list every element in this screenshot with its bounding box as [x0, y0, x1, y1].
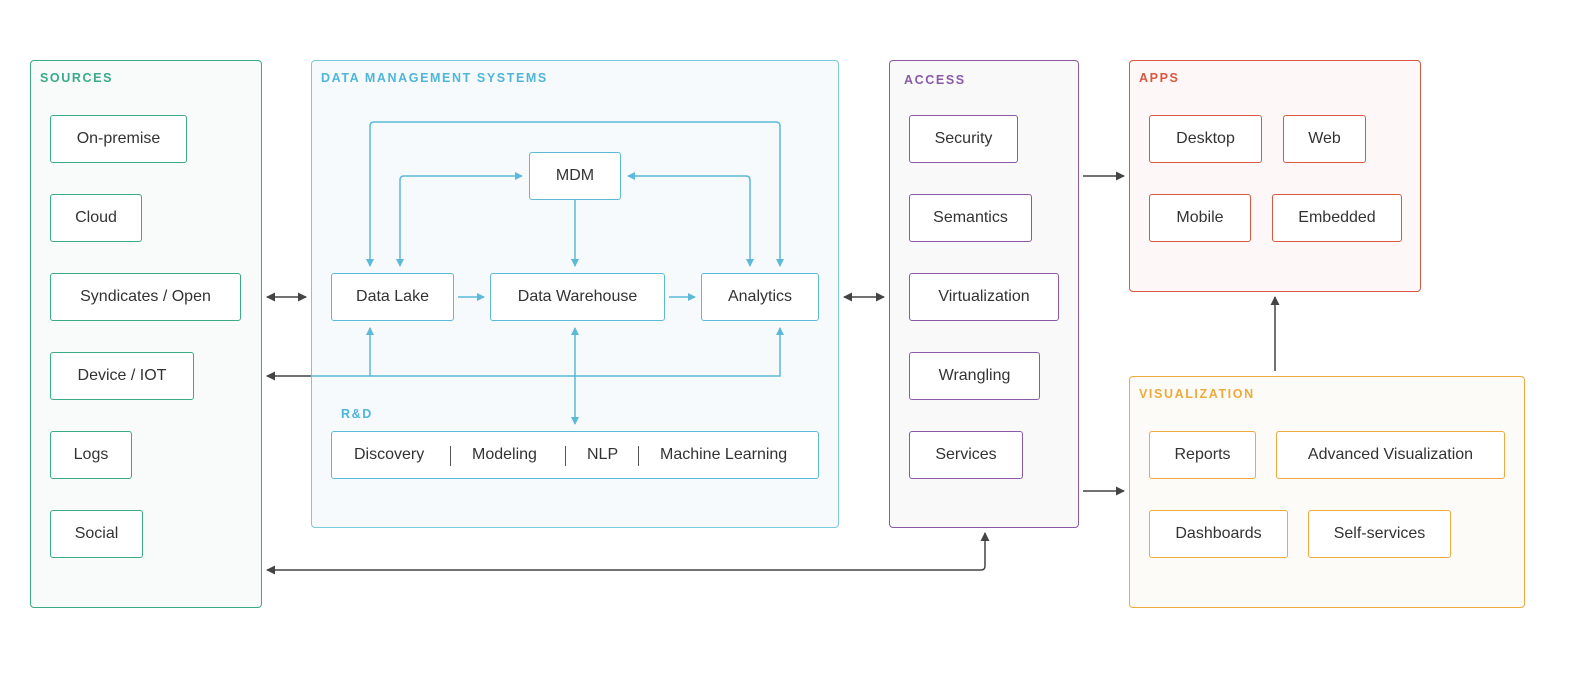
rd-separator — [565, 446, 566, 466]
rd-nlp[interactable]: NLP — [587, 446, 619, 463]
source-on-premise[interactable]: On-premise — [50, 115, 187, 163]
source-device-iot[interactable]: Device / IOT — [50, 352, 194, 400]
access-wrangling[interactable]: Wrangling — [909, 352, 1040, 400]
access-title: ACCESS — [904, 73, 966, 87]
access-sources-bottom-connector — [266, 532, 990, 575]
apps-title: APPS — [1139, 71, 1180, 85]
access-semantics[interactable]: Semantics — [909, 194, 1032, 242]
viz-advanced-visualization[interactable]: Advanced Visualization — [1276, 431, 1505, 479]
viz-reports[interactable]: Reports — [1149, 431, 1256, 479]
visualization-title: VISUALIZATION — [1139, 387, 1255, 401]
data-lake-node[interactable]: Data Lake — [331, 273, 454, 321]
source-logs[interactable]: Logs — [50, 431, 132, 479]
rd-box: Discovery Modeling NLP Machine Learning — [331, 431, 819, 479]
rd-discovery[interactable]: Discovery — [354, 446, 425, 463]
rd-separator — [450, 446, 451, 466]
source-syndicates-open[interactable]: Syndicates / Open — [50, 273, 241, 321]
viz-self-services[interactable]: Self-services — [1308, 510, 1451, 558]
app-desktop[interactable]: Desktop — [1149, 115, 1262, 163]
source-social[interactable]: Social — [50, 510, 143, 558]
app-embedded[interactable]: Embedded — [1272, 194, 1402, 242]
rd-title: R&D — [341, 407, 373, 421]
source-cloud[interactable]: Cloud — [50, 194, 142, 242]
data-management-title: DATA MANAGEMENT SYSTEMS — [321, 71, 548, 85]
data-warehouse-node[interactable]: Data Warehouse — [490, 273, 665, 321]
viz-dashboards[interactable]: Dashboards — [1149, 510, 1288, 558]
analytics-node[interactable]: Analytics — [701, 273, 819, 321]
access-security[interactable]: Security — [909, 115, 1018, 163]
app-mobile[interactable]: Mobile — [1149, 194, 1251, 242]
rd-separator — [638, 446, 639, 466]
rd-modeling[interactable]: Modeling — [472, 446, 537, 463]
visualization-panel: VISUALIZATION — [1129, 376, 1525, 608]
mdm-node[interactable]: MDM — [529, 152, 621, 200]
sources-title: SOURCES — [40, 71, 114, 85]
app-web[interactable]: Web — [1283, 115, 1366, 163]
rd-machine-learning[interactable]: Machine Learning — [660, 446, 788, 463]
access-services[interactable]: Services — [909, 431, 1023, 479]
apps-panel: APPS — [1129, 60, 1421, 292]
access-virtualization[interactable]: Virtualization — [909, 273, 1059, 321]
